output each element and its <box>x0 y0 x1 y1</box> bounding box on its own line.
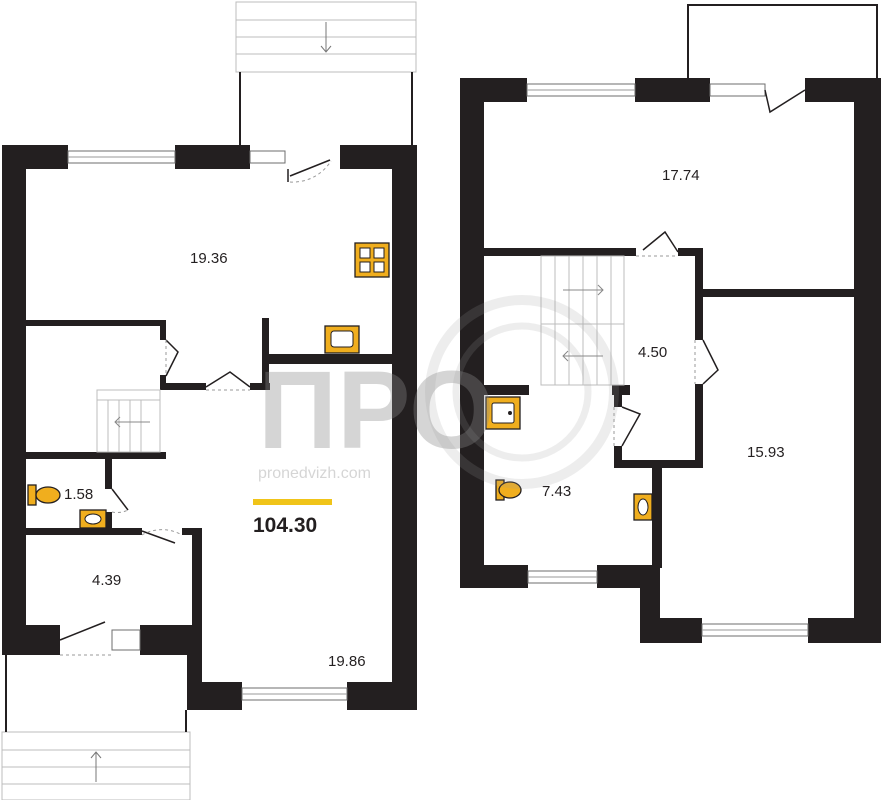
area-label-hall: 19.86 <box>328 653 366 670</box>
stove-icon <box>354 242 390 278</box>
ground-stairs <box>96 389 161 453</box>
upper-fixtures <box>485 396 653 521</box>
ground-floor: 19.36 1.58 4.39 19.86 104.30 <box>1 1 417 800</box>
upper-floor: 17.74 4.50 7.43 15.93 <box>460 4 881 643</box>
upper-doors <box>613 230 719 447</box>
watermark-logo-text: ПРО <box>258 349 495 472</box>
ground-interior-walls <box>26 318 392 710</box>
area-label-living: 19.36 <box>190 250 228 267</box>
top-entrance-steps <box>235 1 417 145</box>
area-label-bath: 1.58 <box>64 486 93 503</box>
total-area-bar <box>253 499 332 505</box>
area-label-bedroom: 15.93 <box>747 444 785 461</box>
upper-stairs <box>540 255 625 386</box>
ground-fixtures <box>27 242 390 529</box>
shower-icon <box>485 396 521 430</box>
upper-windows <box>526 83 809 637</box>
balcony-door <box>764 89 806 114</box>
ground-entrance-door <box>249 150 332 183</box>
area-label-top-room: 17.74 <box>662 167 700 184</box>
balcony <box>687 4 878 80</box>
toilet-icon <box>495 479 522 501</box>
kitchen-sink-icon <box>324 325 360 354</box>
bathroom-sink-icon <box>79 509 107 529</box>
toilet-icon <box>27 484 61 506</box>
area-label-upper-hall: 4.50 <box>638 344 667 361</box>
ground-doors <box>59 339 251 656</box>
total-area: 104.30 <box>253 514 317 537</box>
area-label-room: 4.39 <box>92 572 121 589</box>
bottom-entrance-steps <box>1 655 191 800</box>
upper-outer-walls <box>460 78 881 643</box>
ground-windows <box>67 150 348 701</box>
watermark: ПРО pronedvizh.com <box>258 295 619 489</box>
area-label-upper-bath: 7.43 <box>542 483 571 500</box>
ground-outer-walls <box>2 145 417 710</box>
watermark-site: pronedvizh.com <box>258 465 371 482</box>
bathroom-sink-icon <box>633 493 653 521</box>
upper-interior-walls <box>484 248 854 568</box>
